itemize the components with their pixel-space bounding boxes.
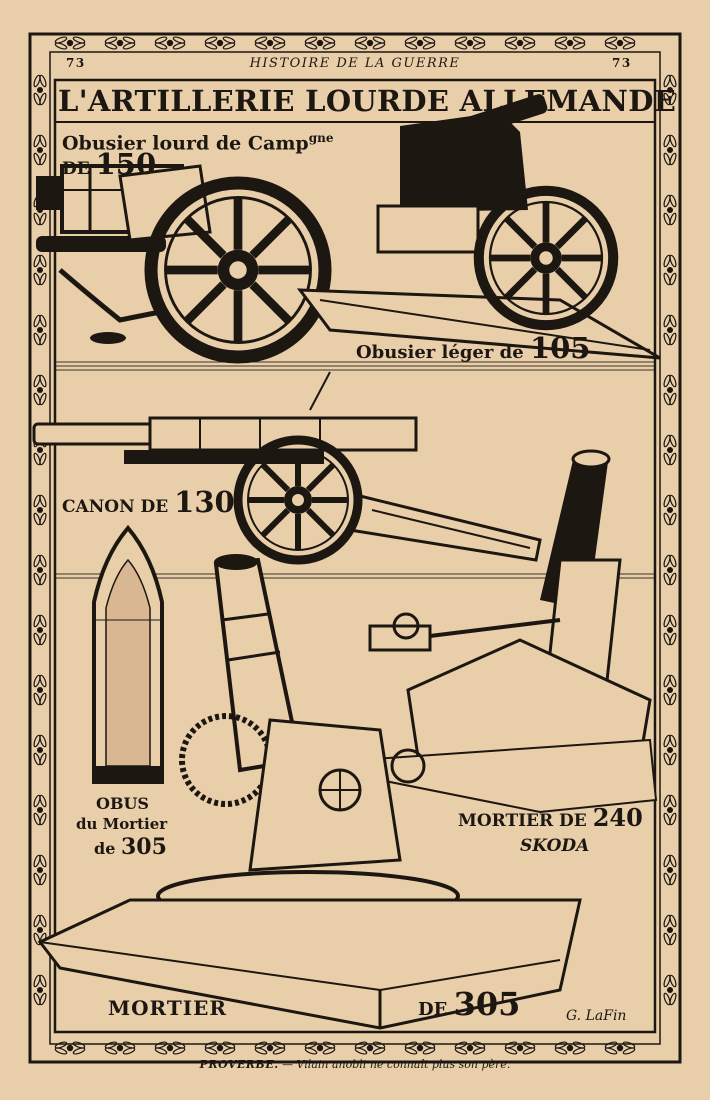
label-obusier-150-caliber: DE 150 — [62, 150, 156, 179]
page-title: L'ARTILLERIE LOURDE ALLEMANDE — [58, 84, 677, 118]
label-canon-text: CANON DE — [62, 497, 169, 517]
label-mortier-240: MORTIER DE 240 — [458, 806, 643, 830]
label-obusier-150-sup: gne — [308, 131, 334, 145]
label-obusier-150-text: Obusier lourd de Camp — [62, 132, 309, 155]
label-obusier-105: Obusier léger de 105 — [356, 334, 590, 363]
mortar-skoda-icon — [357, 449, 658, 814]
page-number-left: 73 — [66, 56, 86, 70]
label-canon-130: CANON DE 130 — [62, 488, 235, 517]
laurel-border — [28, 32, 682, 1064]
mortar-305-icon — [37, 554, 582, 1030]
label-skoda: SKODA — [520, 836, 590, 856]
label-canon-number: 130 — [174, 485, 235, 519]
label-obusier-150: Obusier lourd de Campgne — [62, 132, 333, 153]
label-obusier-150-prefix: DE — [62, 159, 90, 179]
label-obusier-105-number: 105 — [529, 331, 591, 365]
label-obusier-150-number: 150 — [95, 147, 157, 181]
label-mortier-305-caliber: DE 305 — [418, 988, 520, 1020]
label-obus-caliber: de 305 — [94, 836, 167, 858]
light-howitzer-icon — [296, 94, 661, 360]
proverb-footer: PROVERBE. — Vilain anobli ne connaît plu… — [60, 1058, 650, 1071]
proverb-text: — Vilain anobli ne connaît plus son père… — [278, 1058, 511, 1071]
label-mortier-305-number: 305 — [453, 985, 521, 1023]
label-obus-du-mortier: du Mortier — [76, 815, 168, 833]
label-obus: OBUS — [96, 794, 149, 813]
heavy-field-howitzer-icon — [36, 164, 325, 357]
label-obus-number: 305 — [120, 834, 167, 860]
artist-signature: G. LaFin — [566, 1008, 627, 1024]
artillery-shell-icon — [92, 524, 164, 784]
label-obus-prefix: de — [94, 839, 116, 858]
label-mortier-240-number: 240 — [592, 803, 643, 832]
label-obusier-105-text: Obusier léger de — [356, 342, 524, 363]
label-mortier-240-text: MORTIER DE — [458, 811, 587, 831]
label-mortier-305-word: MORTIER — [108, 996, 227, 1020]
proverb-label: PROVERBE. — [199, 1058, 279, 1071]
label-mortier-305-prefix: DE — [418, 999, 448, 1020]
running-title: HISTOIRE DE LA GUERRE — [249, 56, 461, 71]
cannon-icon — [32, 371, 542, 560]
page-number-right: 73 — [612, 56, 632, 70]
